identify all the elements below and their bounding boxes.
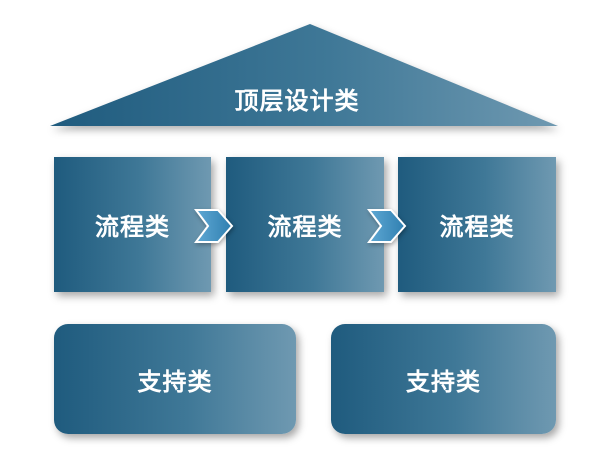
top-design-triangle xyxy=(50,24,558,126)
process-label-1: 流程类 xyxy=(95,213,170,241)
support-box-1: 支持类 xyxy=(54,324,296,434)
process-label-3: 流程类 xyxy=(439,213,515,241)
support-label-1: 支持类 xyxy=(137,367,213,396)
chevron-arrow-icon-2 xyxy=(367,209,407,243)
support-label-2: 支持类 xyxy=(406,367,481,396)
top-design-label: 顶层设计类 xyxy=(234,86,360,115)
process-label-2: 流程类 xyxy=(267,213,343,241)
process-box-2: 流程类 xyxy=(226,157,384,292)
chevron-arrow-icon-1 xyxy=(194,209,234,243)
process-box-1: 流程类 xyxy=(54,157,211,292)
support-box-2: 支持类 xyxy=(331,324,556,434)
process-box-3: 流程类 xyxy=(398,157,556,292)
